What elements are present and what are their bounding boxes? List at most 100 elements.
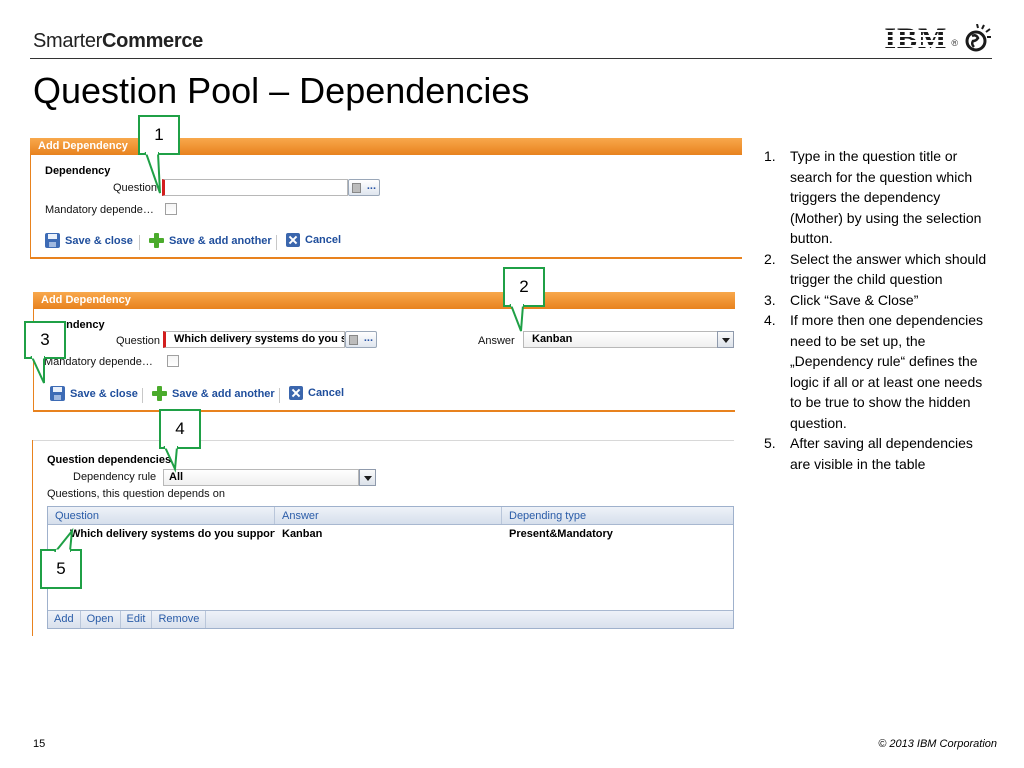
list-item-number: 5. bbox=[764, 435, 776, 451]
question-dependencies-panel: Question dependencies Dependency rule Al… bbox=[32, 440, 734, 636]
list-item: 3. Click “Save & Close” bbox=[760, 290, 990, 311]
toolbar-separator bbox=[279, 388, 280, 403]
mandatory-label: Mandatory depende… bbox=[44, 356, 153, 368]
table-toolbar: Add Open Edit Remove bbox=[48, 610, 733, 628]
mandatory-checkbox[interactable] bbox=[167, 355, 179, 367]
list-item-number: 2. bbox=[764, 250, 776, 267]
cell-question: Which delivery systems do you support? bbox=[70, 528, 275, 540]
toolbar-separator bbox=[276, 235, 277, 250]
toolbar-separator bbox=[139, 235, 140, 250]
brand-bold-text: Commerce bbox=[102, 30, 204, 52]
callout-number: 5 bbox=[56, 559, 66, 578]
list-item-text: Type in the question title or search for… bbox=[790, 148, 982, 246]
section-title: Dependency bbox=[45, 165, 111, 177]
callout-2: 2 bbox=[503, 267, 545, 332]
callout-1: 1 bbox=[138, 115, 180, 194]
save-add-label: Save & add another bbox=[169, 234, 272, 247]
callout-4: 4 bbox=[159, 409, 201, 473]
registered-mark: ® bbox=[951, 38, 958, 48]
list-item: 4. If more then one dependencies need to … bbox=[760, 310, 990, 433]
mandatory-label: Mandatory depende… bbox=[45, 204, 154, 216]
list-item-number: 3. bbox=[764, 291, 776, 308]
answer-label: Answer bbox=[478, 335, 515, 347]
cancel-button[interactable]: Cancel bbox=[289, 386, 344, 400]
callout-number: 4 bbox=[175, 419, 185, 438]
list-item-text: If more then one dependencies need to be… bbox=[790, 312, 984, 431]
question-label: Question bbox=[113, 182, 158, 194]
question-selection-button[interactable]: ... bbox=[345, 331, 377, 348]
copyright: © 2013 IBM Corporation bbox=[878, 738, 997, 750]
plus-icon bbox=[149, 233, 164, 248]
smarter-commerce-logo: SmarterCommerce bbox=[33, 30, 203, 53]
save-icon bbox=[50, 386, 65, 401]
chevron-down-icon[interactable] bbox=[359, 469, 376, 486]
table-row[interactable]: Which delivery systems do you support? K… bbox=[48, 525, 733, 543]
cancel-label: Cancel bbox=[308, 387, 345, 399]
globe-icon bbox=[965, 24, 991, 52]
list-item-number: 1. bbox=[764, 148, 776, 164]
callout-number: 3 bbox=[40, 330, 50, 349]
page-number: 15 bbox=[33, 738, 46, 750]
depends-on-label: Questions, this question depends on bbox=[47, 488, 225, 500]
chevron-down-icon[interactable] bbox=[717, 331, 734, 348]
question-label: Question bbox=[116, 335, 161, 347]
answer-select[interactable]: Kanban bbox=[523, 331, 718, 348]
page-icon bbox=[352, 183, 361, 193]
dependencies-table: Question Answer Depending type Which del… bbox=[47, 506, 734, 629]
add-dependency-panel-empty: Add Dependency Dependency Question ... M… bbox=[30, 138, 742, 259]
list-item-text: Select the answer which should trigger t… bbox=[790, 250, 987, 288]
callout-3: 3 bbox=[24, 321, 66, 384]
save-close-label: Save & close bbox=[65, 234, 133, 247]
save-close-button[interactable]: Save & close bbox=[50, 386, 138, 401]
column-header-answer[interactable]: Answer bbox=[275, 507, 502, 524]
dependency-rule-label: Dependency rule bbox=[73, 471, 157, 483]
list-item: 2. Select the answer which should trigger… bbox=[760, 249, 990, 290]
open-button[interactable]: Open bbox=[81, 611, 121, 628]
save-add-another-button[interactable]: Save & add another bbox=[152, 386, 275, 401]
table-header: Question Answer Depending type bbox=[48, 507, 733, 525]
cancel-label: Cancel bbox=[305, 234, 342, 246]
list-item-text: Click “Save & Close” bbox=[790, 291, 919, 308]
save-add-another-button[interactable]: Save & add another bbox=[149, 233, 272, 248]
list-item-text: After saving all dependencies are visibl… bbox=[790, 435, 973, 472]
add-button[interactable]: Add bbox=[48, 611, 81, 628]
panel-body: Dependency Question ... Mandatory depend… bbox=[30, 155, 742, 259]
panel-header: Add Dependency bbox=[30, 138, 742, 155]
callout-number: 1 bbox=[154, 125, 164, 144]
save-icon bbox=[45, 233, 60, 248]
ibm-logo-text: IBM bbox=[884, 22, 948, 55]
callout-pointer bbox=[30, 355, 45, 384]
list-item: 5. After saving all dependencies are visi… bbox=[760, 433, 990, 474]
mandatory-checkbox[interactable] bbox=[165, 203, 177, 215]
edit-button[interactable]: Edit bbox=[121, 611, 153, 628]
cell-answer: Kanban bbox=[282, 528, 323, 540]
cancel-icon bbox=[286, 233, 300, 247]
save-close-button[interactable]: Save & close bbox=[45, 233, 133, 248]
page-title: Question Pool – Dependencies bbox=[33, 70, 530, 111]
list-item-number: 4. bbox=[764, 312, 776, 328]
ellipsis-icon: ... bbox=[366, 180, 376, 192]
question-input[interactable]: Which delivery systems do you su bbox=[163, 331, 345, 348]
dependency-rule-select[interactable]: All bbox=[163, 469, 359, 486]
question-input[interactable] bbox=[162, 179, 348, 196]
callout-number: 2 bbox=[519, 277, 529, 296]
page-icon bbox=[349, 335, 358, 345]
ellipsis-icon: ... bbox=[363, 332, 373, 344]
header-divider bbox=[30, 58, 992, 59]
ibm-logo: IBM ® bbox=[884, 22, 992, 56]
question-selection-button[interactable]: ... bbox=[348, 179, 380, 196]
panel-header: Add Dependency bbox=[33, 292, 735, 309]
callout-5: 5 bbox=[40, 527, 82, 589]
save-close-label: Save & close bbox=[70, 387, 138, 400]
callout-pointer bbox=[163, 445, 179, 473]
remove-button[interactable]: Remove bbox=[152, 611, 207, 628]
callout-pointer bbox=[144, 151, 161, 194]
section-title: endency bbox=[60, 319, 105, 331]
toolbar-separator bbox=[142, 388, 143, 403]
list-item: 1. Type in the question title or search f… bbox=[760, 146, 990, 249]
plus-icon bbox=[152, 386, 167, 401]
cancel-icon bbox=[289, 386, 303, 400]
column-header-question[interactable]: Question bbox=[48, 507, 275, 524]
column-header-depending-type[interactable]: Depending type bbox=[509, 510, 587, 522]
cancel-button[interactable]: Cancel bbox=[286, 233, 341, 247]
